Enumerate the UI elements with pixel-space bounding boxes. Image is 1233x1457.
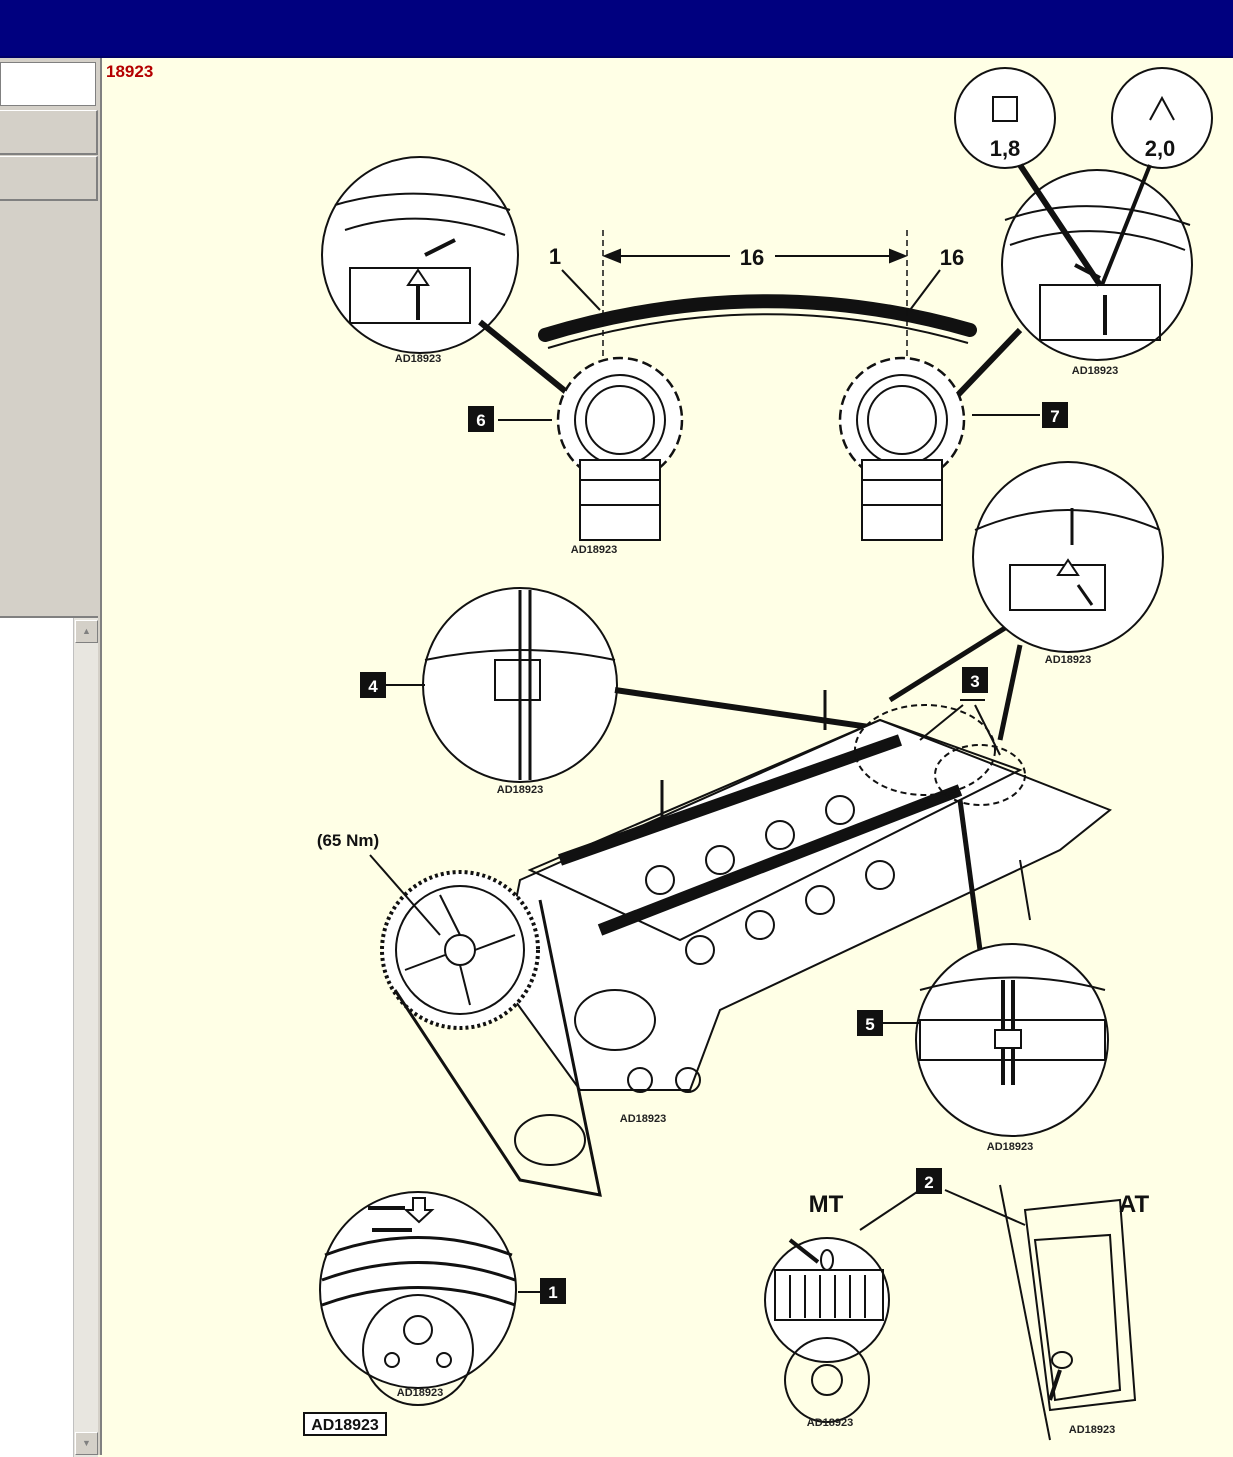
label-engine-2-0: 2,0: [1145, 136, 1176, 161]
callout-4: 4: [368, 677, 378, 696]
callout-7: 7: [1050, 407, 1059, 426]
scroll-up-icon[interactable]: ▲: [75, 620, 98, 643]
main-ref-code: AD18923: [311, 1417, 379, 1434]
ref-code: AD18923: [397, 1387, 443, 1399]
inset-top-left: [321, 156, 519, 354]
callout-boxes: 1 2 3 4 5 6 7: [360, 402, 1068, 1304]
label-dimension-16: 16: [740, 245, 764, 270]
title-bar: [0, 0, 1233, 58]
document-list[interactable]: ▲ ▼: [0, 616, 98, 1457]
timing-diagram: 1 2 3 4 5 6 7 1 16 16 1,8 2,0 (65 Nm) MT…: [303, 67, 1213, 1441]
ref-code: AD18923: [571, 544, 617, 556]
cam-pulley: [380, 870, 602, 1197]
ref-code: AD18923: [807, 1417, 853, 1429]
inset-crank-pulley: [319, 1191, 517, 1406]
sprocket-left: [556, 356, 684, 541]
ref-code: AD18923: [395, 353, 441, 365]
inset-auto-trans: [944, 1184, 1137, 1441]
ref-code: AD18923: [620, 1113, 666, 1125]
nav-button-2[interactable]: [0, 156, 98, 201]
inset-lower-right: [915, 943, 1109, 1137]
cylinder-head: [498, 690, 1112, 1093]
callout-5: 5: [865, 1015, 874, 1034]
ref-code: AD18923: [1045, 654, 1091, 666]
label-dimension-16-right: 16: [940, 245, 964, 270]
ref-code: AD18923: [1069, 1424, 1115, 1436]
scroll-down-icon[interactable]: ▼: [75, 1432, 98, 1455]
ref-code: AD18923: [1072, 365, 1118, 377]
callout-6: 6: [476, 411, 485, 430]
callout-3: 3: [970, 672, 979, 691]
document-id: 18923: [106, 62, 154, 81]
label-torque: (65 Nm): [317, 831, 379, 850]
inset-manual-trans: [764, 1237, 890, 1423]
label-engine-1-8: 1,8: [990, 136, 1021, 161]
label-mt: MT: [809, 1191, 844, 1218]
vertical-scrollbar[interactable]: ▲ ▼: [73, 618, 98, 1457]
nav-button-1[interactable]: [0, 110, 98, 155]
search-field[interactable]: [0, 62, 96, 106]
sprocket-right: [838, 356, 966, 541]
inset-right-middle: [972, 461, 1164, 653]
label-dimension-1: 1: [549, 244, 561, 269]
callout-1: 1: [548, 1283, 557, 1302]
inset-top-right: [1001, 169, 1193, 361]
callout-2: 2: [924, 1173, 933, 1192]
inset-left-middle: [422, 587, 618, 783]
ref-code: AD18923: [497, 784, 543, 796]
label-at: AT: [1119, 1191, 1150, 1218]
ref-code: AD18923: [987, 1141, 1033, 1153]
navigation-pane: ▲ ▼: [0, 58, 102, 1457]
